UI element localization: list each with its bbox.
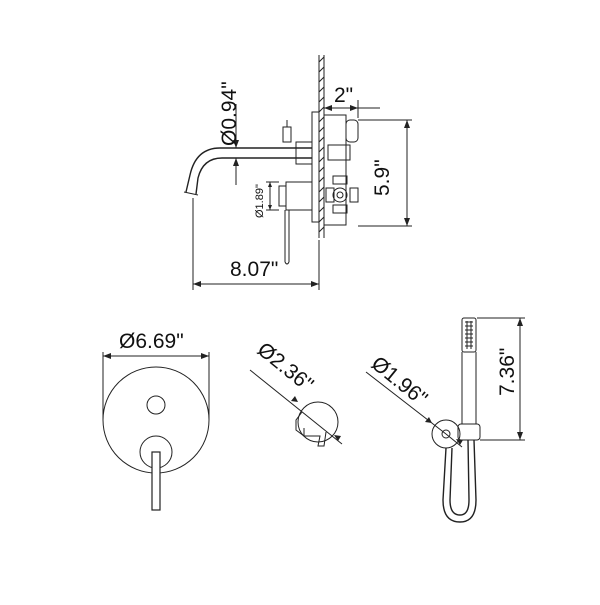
label-valve-height: 5.9": [371, 159, 394, 196]
dimension-lever: Ø1.89": [254, 181, 279, 218]
holder: [457, 423, 481, 441]
dimension-length: 8.07": [192, 198, 320, 290]
label-lever-diameter: Ø1.89": [254, 184, 266, 218]
label-wall-offset: 2": [334, 84, 353, 107]
label-length: 8.07": [230, 258, 278, 281]
dimension-valve-height: 5.9": [358, 119, 412, 227]
lever-handle: [278, 181, 313, 265]
spout-front-view: Ø2.36": [249, 338, 343, 447]
cover-plate: [311, 111, 320, 223]
label-plate-diameter: Ø6.69": [119, 330, 184, 353]
spout-outline: [295, 411, 327, 447]
handset-stem: [461, 352, 477, 424]
valve-body: [323, 114, 359, 226]
lever-arm: [151, 451, 161, 511]
label-handshower-height: 7.36": [496, 348, 519, 396]
plate-front-view: Ø6.69": [102, 330, 210, 511]
handshower-view: Ø1.96" 7.36": [365, 317, 525, 523]
dimension-spout-depth: Ø0.94": [218, 81, 244, 185]
wall-section: [318, 55, 325, 238]
spout-escutcheon: [297, 401, 339, 443]
handset-head: [461, 317, 477, 353]
label-spout-diameter: Ø2.36": [253, 338, 318, 397]
diverter-knob: [146, 395, 166, 415]
hose: [442, 439, 477, 523]
side-view: Ø0.94" 2" 5.9" Ø1.89": [183, 55, 412, 290]
dimension-wall-offset: 2": [324, 84, 380, 118]
label-handshower-diameter: Ø1.96": [367, 352, 432, 411]
label-spout-depth: Ø0.94": [218, 81, 241, 146]
spout: [185, 147, 312, 195]
